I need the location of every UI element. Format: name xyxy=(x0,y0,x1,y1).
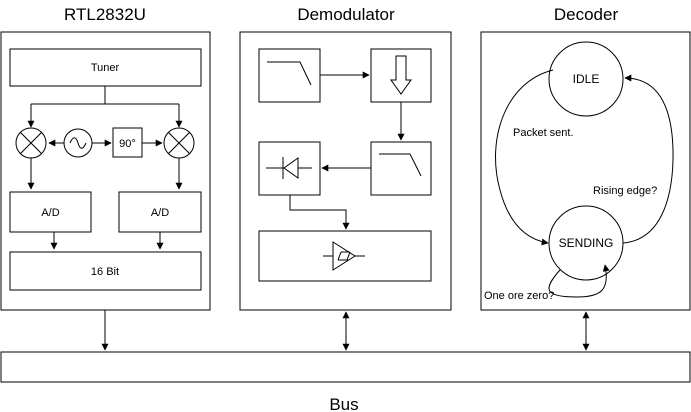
oscillator-icon xyxy=(63,128,93,158)
second-filter-icon xyxy=(379,153,422,177)
16bit-box xyxy=(9,251,202,291)
phase-shift-label: 90° xyxy=(119,138,136,150)
phase-shift-box xyxy=(112,127,143,158)
tuner-split-lines xyxy=(27,86,183,128)
mixer-right-icon xyxy=(163,127,195,159)
edge-loop-label: One ore zero? xyxy=(484,290,554,302)
bus-connections xyxy=(101,310,590,351)
bus-label: Bus xyxy=(329,395,358,412)
tuner-label: Tuner xyxy=(91,62,120,74)
diode-icon xyxy=(266,157,312,179)
demodulator-title: Demodulator xyxy=(297,5,395,24)
ad-right-label: A/D xyxy=(151,207,169,219)
state-idle-label: IDLE xyxy=(573,72,600,86)
second-filter-box xyxy=(370,141,432,196)
down-arrow-icon xyxy=(390,55,412,95)
state-transitions xyxy=(495,69,674,298)
tuner-box xyxy=(9,48,202,87)
schmitt-trigger-icon xyxy=(323,241,365,271)
bus-bar xyxy=(0,351,691,383)
lowpass-filter-box xyxy=(258,48,321,103)
state-idle xyxy=(548,41,624,117)
decoder-title: Decoder xyxy=(554,5,619,24)
ad-to-16bit-lines xyxy=(50,232,164,250)
16bit-label: 16 Bit xyxy=(91,266,119,278)
mixer-to-ad-lines xyxy=(27,158,183,190)
ad-right-box xyxy=(118,191,202,233)
lowpass-filter-icon xyxy=(267,61,312,86)
edge-packet-sent-label: Packet sent. xyxy=(513,127,574,139)
mixer-left-icon xyxy=(15,127,47,159)
rtl-title: RTL2832U xyxy=(64,5,146,24)
edge-rising-label: Rising edge? xyxy=(593,185,657,197)
ad-left-box xyxy=(9,191,92,233)
ad-left-label: A/D xyxy=(41,207,59,219)
state-sending-label: SENDING xyxy=(559,236,614,250)
demodulator-connections xyxy=(289,71,405,230)
